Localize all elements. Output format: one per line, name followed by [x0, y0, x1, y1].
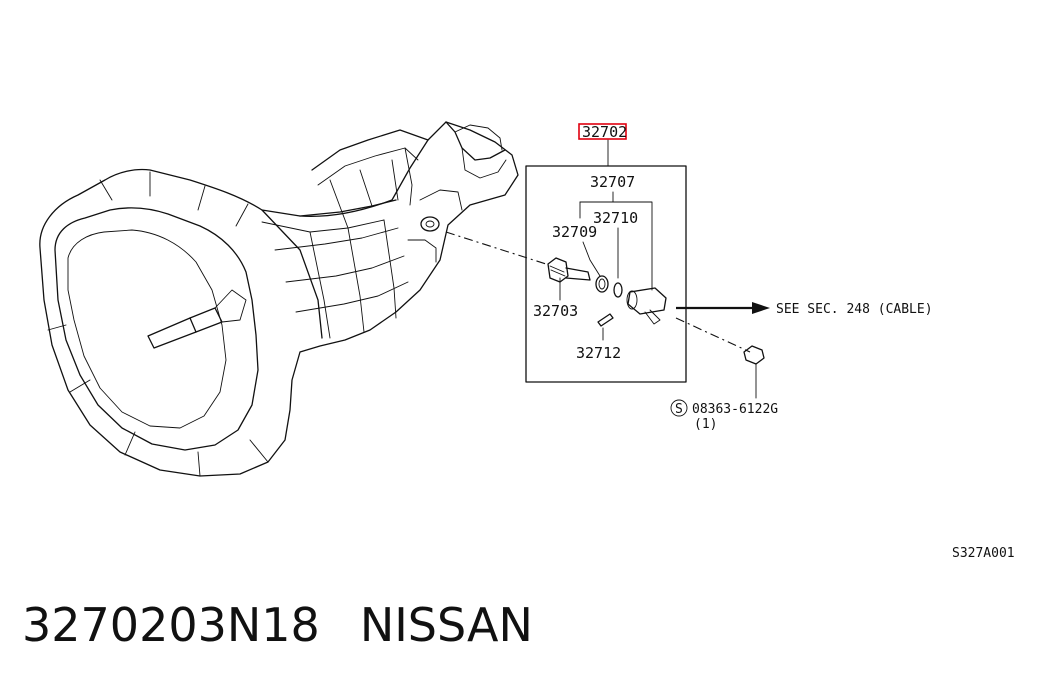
bolt	[743, 345, 765, 399]
label-oring-part[interactable]: 32709	[552, 223, 597, 241]
assembly-axis-line	[445, 231, 547, 265]
sleeve-housing	[626, 287, 667, 325]
label-cable-reference[interactable]: SEE SEC. 248 (CABLE)	[776, 302, 933, 317]
label-bolt-qty: (1)	[694, 417, 717, 432]
bolt-symbol-circle	[670, 399, 688, 417]
retaining-pin	[597, 313, 614, 327]
pinion-gear	[547, 257, 591, 283]
label-assembly-part[interactable]: 32702	[582, 123, 627, 141]
bolt-symbol-letter: S	[675, 402, 683, 417]
component-box	[525, 139, 687, 383]
transmission-illustration	[39, 121, 519, 477]
highlight-box	[578, 123, 627, 140]
label-bolt-part[interactable]: 08363-6122G	[692, 402, 778, 417]
figure-code: S327A001	[952, 546, 1015, 561]
bolt-axis-line	[675, 317, 751, 353]
label-seal-part[interactable]: 32710	[593, 209, 638, 227]
cable-reference-arrow	[676, 302, 770, 314]
o-ring	[613, 282, 623, 298]
label-housing-part[interactable]: 32707	[590, 173, 635, 191]
part-caption: 3270203N18 NISSAN	[22, 598, 573, 652]
caption-brand: NISSAN	[359, 598, 533, 652]
label-pinion-part[interactable]: 32703	[533, 302, 578, 320]
label-pin-part[interactable]: 32712	[576, 344, 621, 362]
caption-part-number: 3270203N18	[22, 598, 320, 652]
seal-ring	[595, 275, 609, 293]
